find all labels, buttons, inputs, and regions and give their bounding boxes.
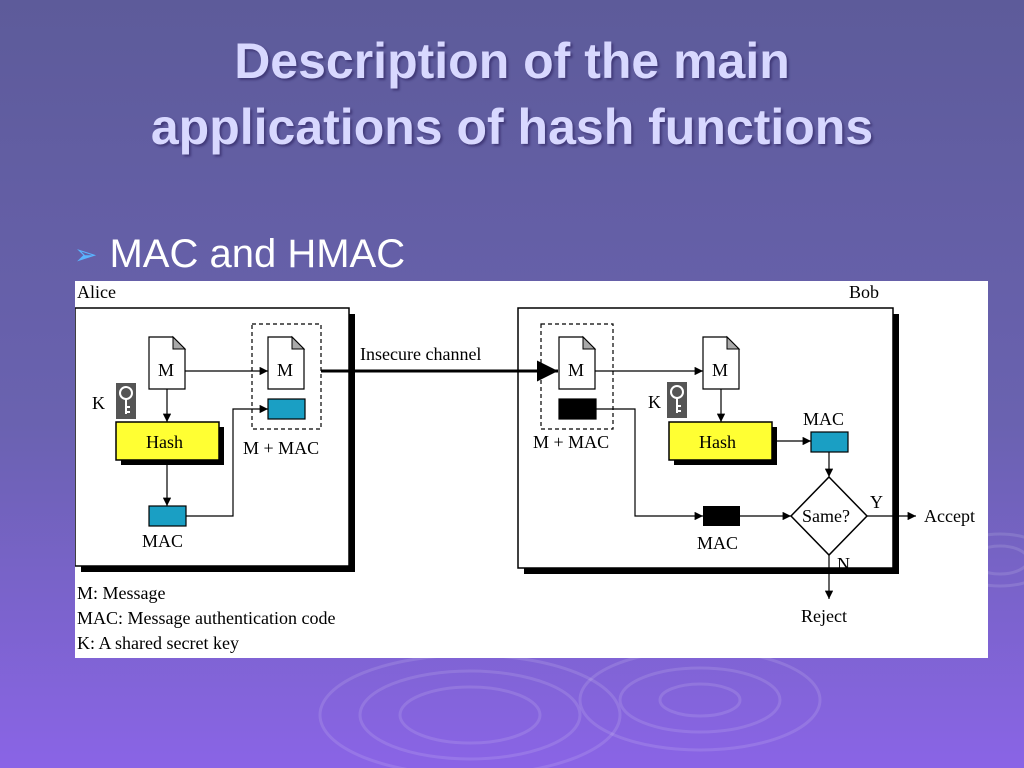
alice-m-plus-mac-label: M + MAC bbox=[243, 438, 319, 458]
bob-hash-label: Hash bbox=[699, 432, 736, 452]
compare-label: Same? bbox=[802, 506, 850, 526]
bob-extracted-mac-box bbox=[703, 506, 740, 526]
alice-mac-box bbox=[148, 505, 187, 527]
bob-hash-box: Hash bbox=[668, 421, 777, 465]
bob-computed-mac-box bbox=[810, 431, 849, 453]
alice-sent-message-label: M bbox=[277, 360, 293, 380]
legend-item: MAC: Message authentication code bbox=[77, 608, 335, 628]
reject-label: Reject bbox=[801, 606, 847, 626]
no-label: N bbox=[837, 554, 850, 574]
alice-key-label: K bbox=[92, 393, 105, 413]
mac-diagram: Alice Bob M K Hash MAC bbox=[74, 281, 988, 658]
bob-extracted-mac-label: MAC bbox=[697, 533, 738, 553]
bob-received-message-label: M bbox=[568, 360, 584, 380]
alice-m-plus-mac-group bbox=[251, 323, 322, 430]
alice-sent-message-document: M bbox=[267, 335, 306, 390]
alice-key-icon bbox=[115, 382, 137, 420]
bob-message-label: M bbox=[712, 360, 728, 380]
bullet-item: ➢ MAC and HMAC bbox=[74, 226, 405, 282]
insecure-channel-label: Insecure channel bbox=[360, 344, 481, 364]
alice-message-document: M bbox=[148, 335, 187, 390]
bob-key-icon bbox=[666, 381, 688, 419]
slide-title: Description of the main applications of … bbox=[0, 28, 1024, 160]
yes-label: Y bbox=[870, 492, 883, 512]
arrow-bullet-icon: ➢ bbox=[74, 237, 98, 271]
bob-received-message-document: M bbox=[558, 335, 597, 390]
alice-hash-box: Hash bbox=[115, 421, 224, 465]
bob-message-document: M bbox=[702, 335, 741, 390]
alice-label: Alice bbox=[77, 282, 116, 302]
slide-title-line1: Description of the main bbox=[234, 33, 790, 89]
bob-key-label: K bbox=[648, 392, 661, 412]
bob-m-plus-mac-label: M + MAC bbox=[533, 432, 609, 452]
alice-sent-mac-box bbox=[267, 398, 306, 420]
legend-item: M: Message bbox=[77, 583, 166, 603]
legend: M: Message MAC: Message authentication c… bbox=[77, 583, 335, 653]
bob-label: Bob bbox=[849, 282, 879, 302]
bullet-text: MAC and HMAC bbox=[109, 231, 406, 276]
alice-message-label: M bbox=[158, 360, 174, 380]
accept-label: Accept bbox=[924, 506, 975, 526]
bob-computed-mac-label: MAC bbox=[803, 409, 844, 429]
bob-m-plus-mac-group bbox=[540, 323, 614, 430]
bob-received-mac-box bbox=[558, 398, 597, 420]
slide-title-line2: applications of hash functions bbox=[150, 99, 874, 155]
alice-hash-label: Hash bbox=[146, 432, 183, 452]
alice-mac-label: MAC bbox=[142, 531, 183, 551]
mac-diagram-svg: Alice Bob M K Hash MAC bbox=[74, 282, 975, 653]
legend-item: K: A shared secret key bbox=[77, 633, 239, 653]
